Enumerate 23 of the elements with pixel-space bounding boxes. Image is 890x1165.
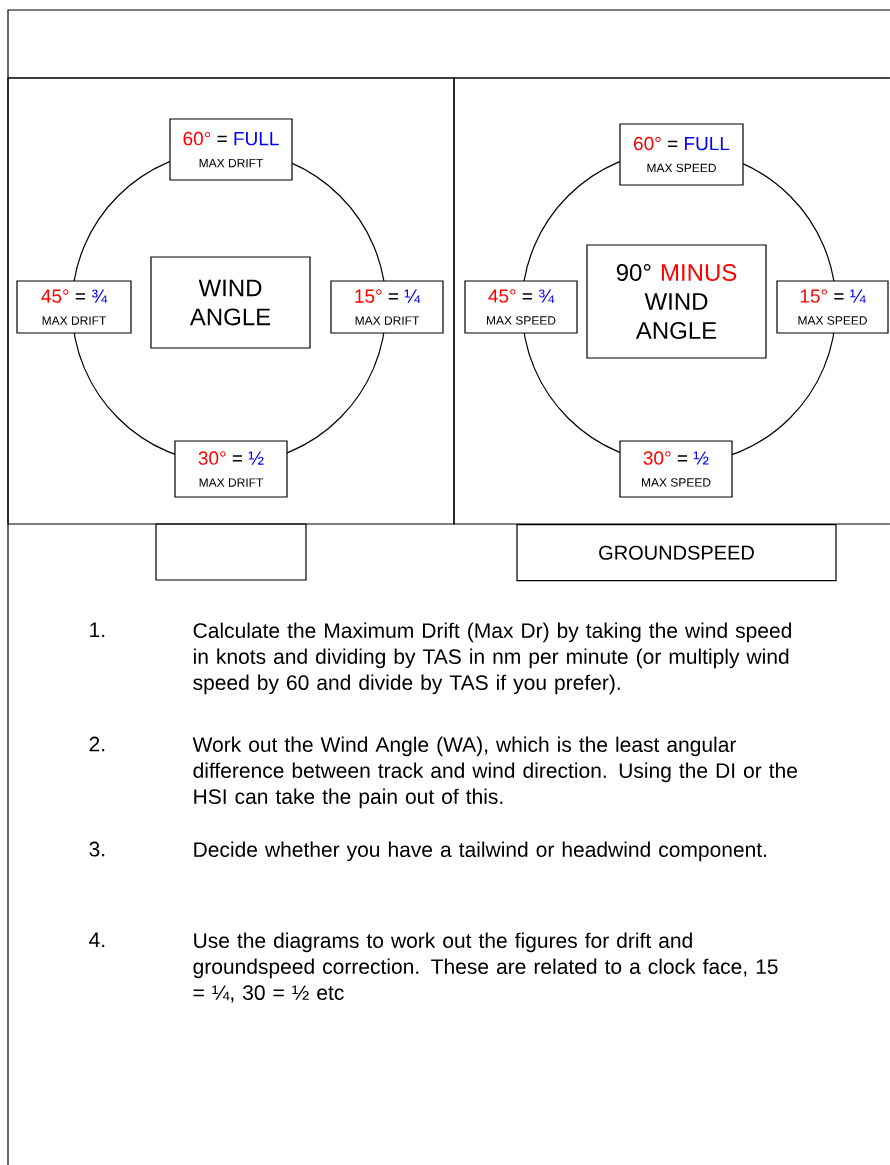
value-box: 30° = ½ MAX DRIFT [174, 440, 288, 498]
empty-box [155, 523, 307, 581]
value-box: 45° = ¾ MAX SPEED [464, 280, 578, 334]
header-band [7, 9, 890, 79]
value-box: 60° = FULL MAX SPEED [619, 123, 744, 186]
step-number: 4. [89, 932, 105, 948]
step-number: 2. [89, 736, 105, 752]
value-box: 60° = FULL MAX DRIFT [169, 118, 293, 181]
value-box: 15° = ¼ MAX SPEED [776, 280, 889, 334]
value-box: 45° = ¾ MAX DRIFT [16, 280, 132, 334]
panel [7, 77, 455, 525]
center-box: 90° MINUS WIND ANGLE [586, 244, 767, 359]
label-box: GROUNDSPEED [516, 524, 837, 582]
step-text: Use the diagrams to work out the figures for drift and groundspeed correction. These are related to a clock face, 15 = ¼, 30 = ½ etc [193, 932, 778, 1003]
step-text: Work out the Wind Angle (WA), which is the least angular difference between track and wind direction. Using the DI or the HSI can take the pain out of this. [192, 736, 797, 809]
panel [453, 77, 890, 525]
value-box: 15° = ¼ MAX DRIFT [330, 280, 444, 334]
value-box: 30° = ½ MAX SPEED [619, 440, 733, 498]
step-number: 3. [89, 841, 105, 857]
step-text: Decide whether you have a tailwind or headwind component. [194, 841, 767, 862]
center-box: WIND ANGLE [150, 256, 311, 349]
step-number: 1. [90, 622, 105, 638]
step-text: Calculate the Maximum Drift (Max Dr) by taking the wind speed in knots and dividing by TAS in nm per minute (or multiply wind speed by 60 and divide by TAS if you prefer). [193, 622, 791, 695]
